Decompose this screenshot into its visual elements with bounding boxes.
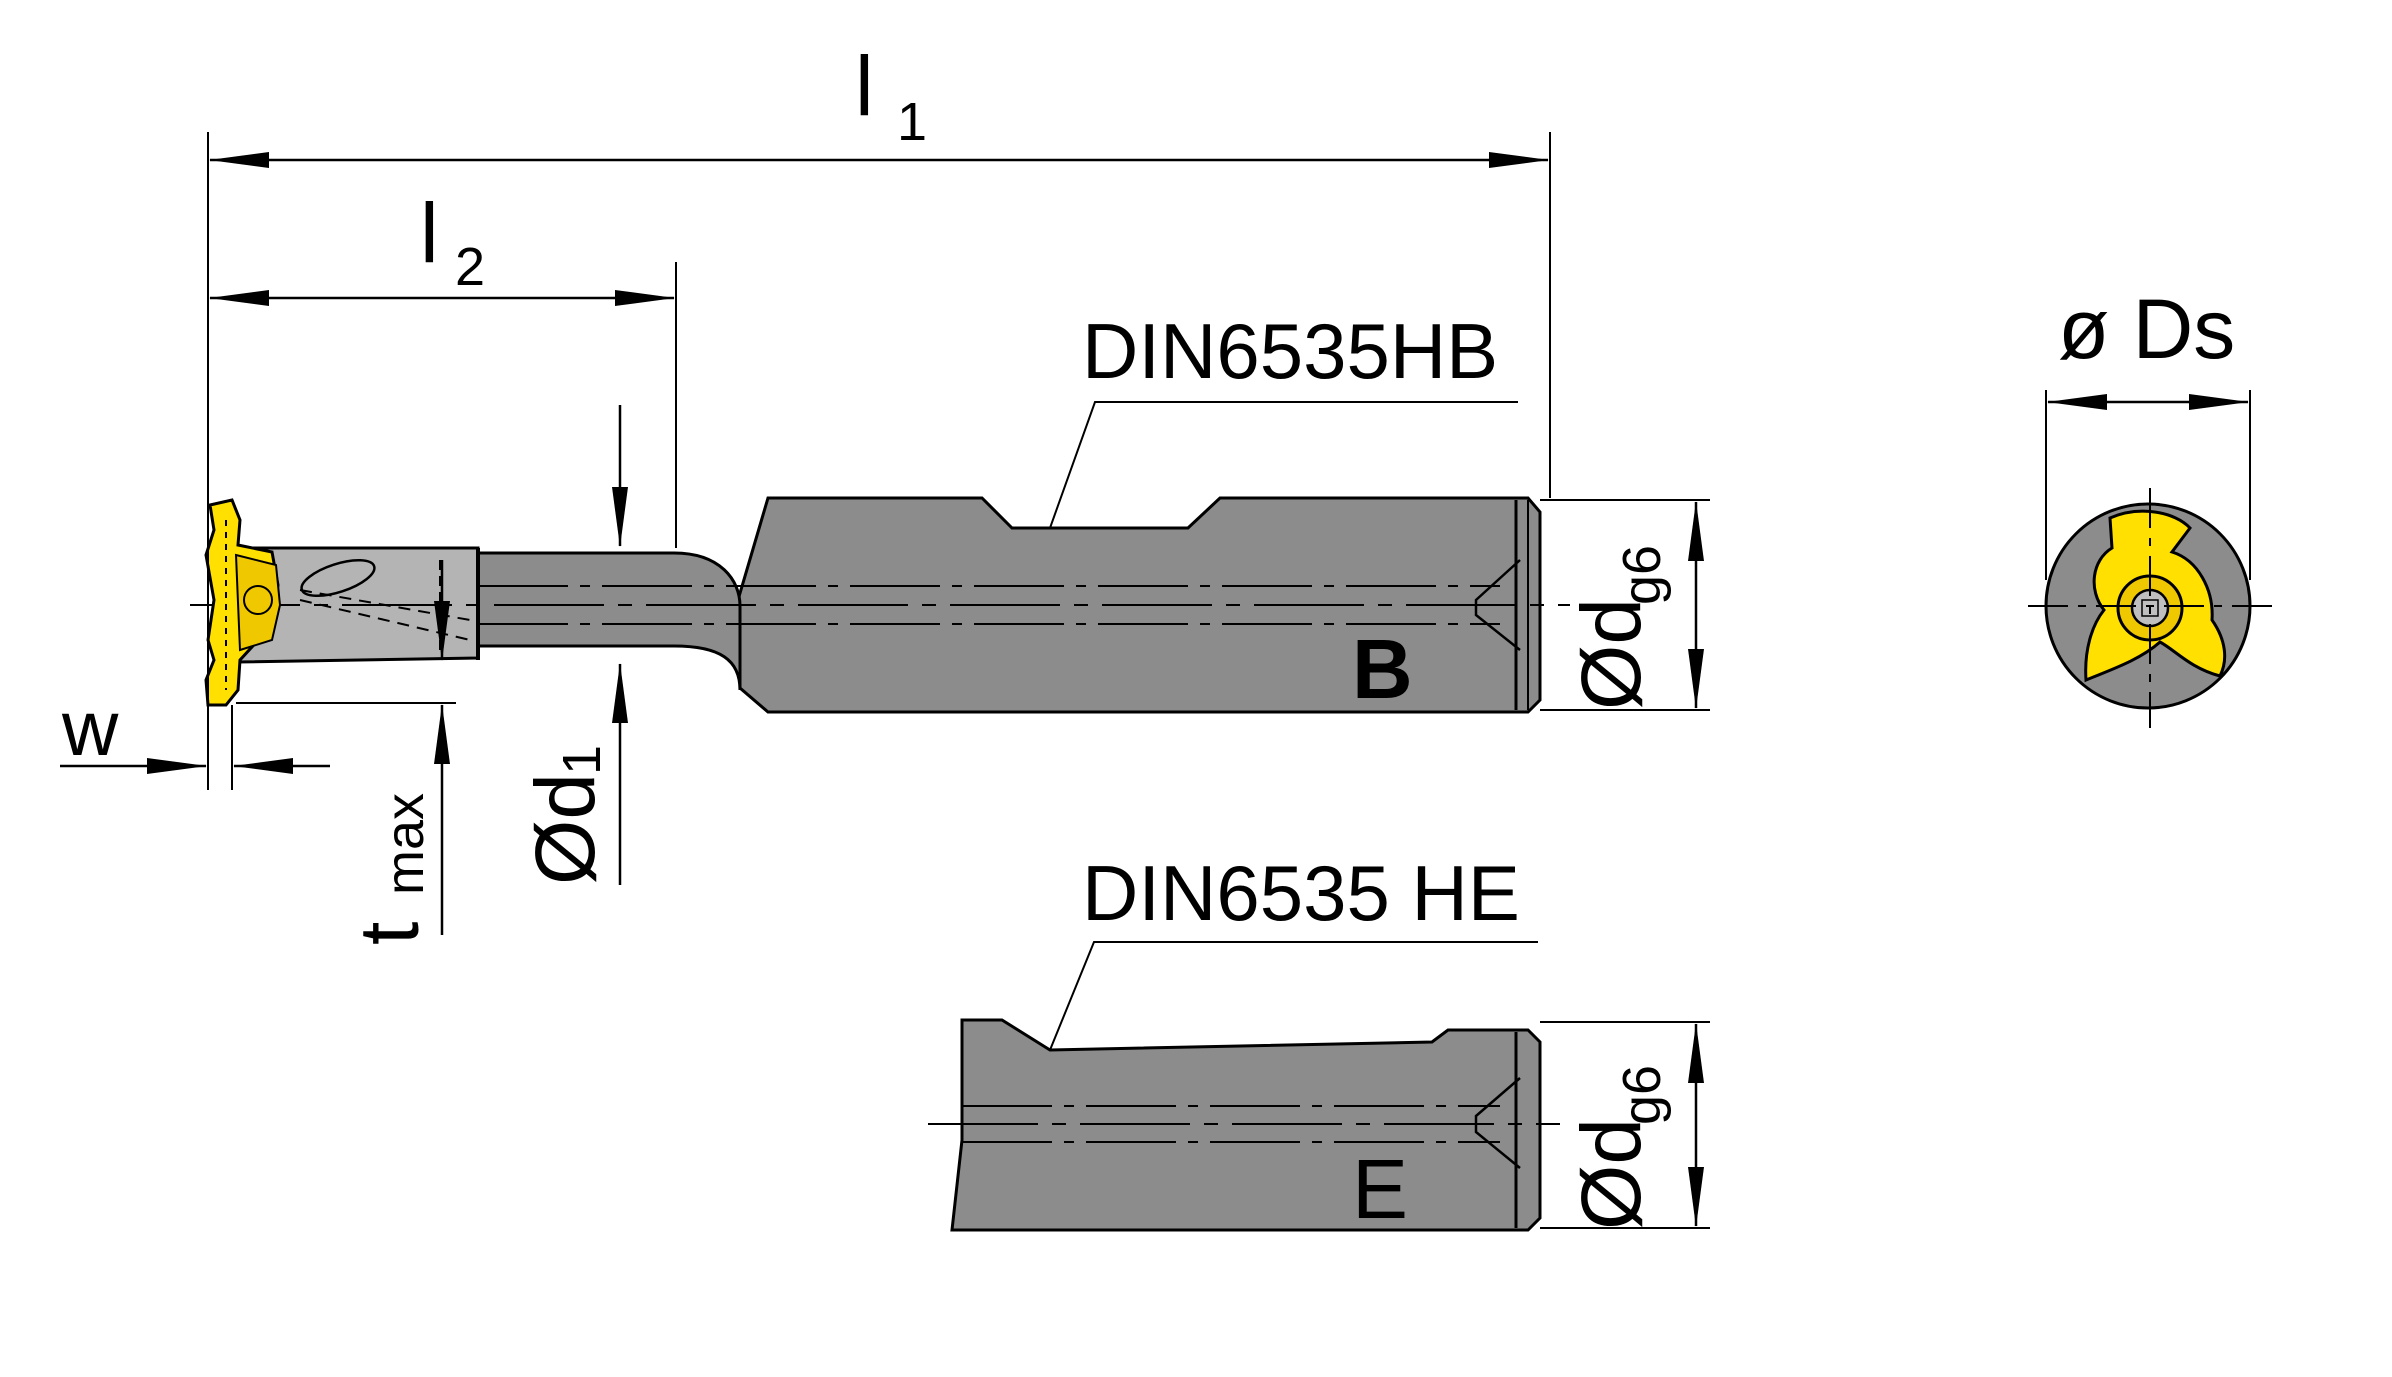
dim-dg6-e: Ød g6 <box>1540 1021 1710 1230</box>
shank-e-view <box>928 1018 1560 1232</box>
dim-tmax: t max <box>236 560 456 945</box>
dim-w-label: w <box>61 684 119 772</box>
dim-l2: l 2 <box>209 186 675 306</box>
din-he-callout: DIN6535 HE <box>1049 849 1538 1051</box>
dim-l2-label: l <box>420 186 439 280</box>
dim-ds-label: ø Ds <box>2058 282 2235 376</box>
insert-side <box>204 498 282 707</box>
dim-l1: l 1 <box>209 39 1549 168</box>
tool-side-view <box>190 496 1570 714</box>
dim-d1-label: Ød <box>518 773 612 885</box>
dim-w: w <box>60 684 330 790</box>
shank-b-letter: B <box>1352 622 1413 716</box>
dim-d1: Ød 1 <box>518 405 628 885</box>
tool-end-view: ø Ds <box>2028 282 2272 728</box>
dim-tmax-label: t <box>342 922 436 945</box>
din-hb-label: DIN6535HB <box>1082 307 1498 395</box>
dim-dg6-e-label: Ød <box>1564 1118 1658 1230</box>
dim-dg6-e-sub: g6 <box>1612 1065 1672 1125</box>
dim-dg6-b: Ød g6 <box>1540 499 1710 711</box>
dim-dg6-b-label: Ød <box>1564 598 1658 710</box>
dim-l1-sub: 1 <box>897 92 927 152</box>
din-hb-callout: DIN6535HB <box>1049 307 1518 529</box>
dim-l1-label: l <box>855 39 874 133</box>
neck-transition <box>476 551 742 691</box>
dim-d1-sub: 1 <box>552 745 612 775</box>
dim-tmax-sub: max <box>375 793 435 895</box>
dim-dg6-b-sub: g6 <box>1612 545 1672 605</box>
shank-e-letter: E <box>1352 1142 1408 1236</box>
din-he-label: DIN6535 HE <box>1082 849 1520 937</box>
dim-l2-sub: 2 <box>455 237 485 297</box>
